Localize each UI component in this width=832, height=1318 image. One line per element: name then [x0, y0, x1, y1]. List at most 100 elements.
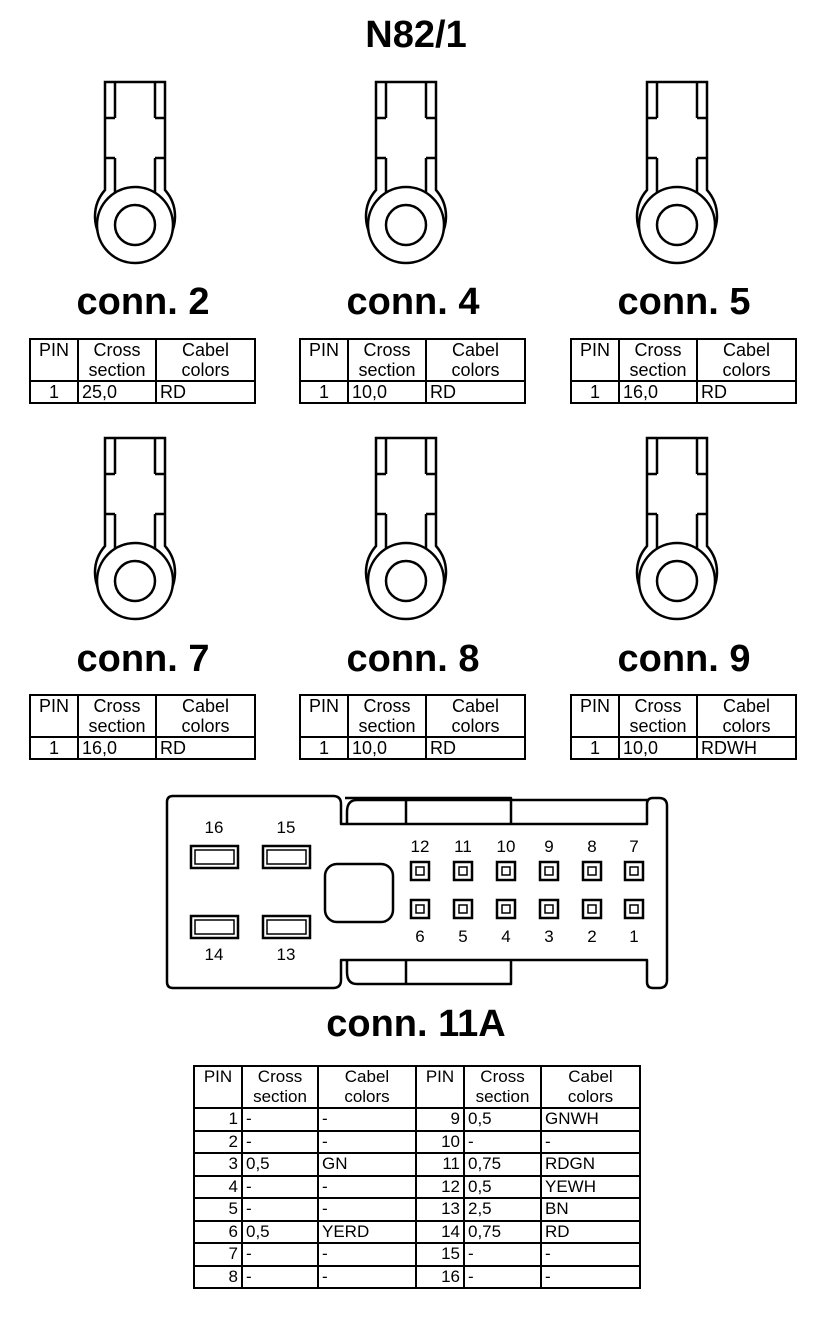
- cross-cell: -: [241, 1197, 319, 1222]
- pin-number-2: 2: [587, 927, 596, 946]
- color-cell: -: [317, 1107, 417, 1132]
- pin-cell: 1: [299, 736, 349, 760]
- pin-number-11: 11: [454, 837, 472, 856]
- color-cell: -: [317, 1242, 417, 1267]
- pin-cell: 3: [193, 1152, 243, 1177]
- table-row: 1 10,0 RDWH: [570, 736, 797, 760]
- pin-cell: 14: [415, 1219, 465, 1244]
- header-pin: PIN: [29, 694, 79, 738]
- color-cell: -: [317, 1174, 417, 1199]
- plug-face-conn-11a: 16 15 14 13 12 11 10 9 8 7 6 5 4 3 2 1: [165, 794, 669, 990]
- pin-number-16: 16: [205, 818, 224, 837]
- pin-number-4: 4: [501, 927, 510, 946]
- pin-cell: 9: [415, 1107, 465, 1132]
- table-row: 1 16,0 RD: [570, 380, 797, 404]
- color-cell: RD: [425, 380, 526, 404]
- pin-cell: 1: [29, 736, 79, 760]
- pin-3: [538, 898, 560, 920]
- cross-cell: 16,0: [77, 736, 157, 760]
- ring-terminal-conn-9: [635, 436, 719, 621]
- header-pin: PIN: [193, 1065, 243, 1109]
- header-pin: PIN: [299, 338, 349, 382]
- pin-1: [623, 898, 645, 920]
- color-cell: -: [317, 1264, 417, 1289]
- pin-number-15: 15: [277, 818, 296, 837]
- color-cell: RDWH: [696, 736, 797, 760]
- cross-cell: -: [241, 1129, 319, 1154]
- pin-number-14: 14: [205, 945, 224, 964]
- pin-number-13: 13: [277, 945, 296, 964]
- conn-8-label: conn. 8: [346, 638, 480, 680]
- pin-6: [409, 898, 431, 920]
- pin-cell: 7: [193, 1242, 243, 1267]
- pin-cell: 12: [415, 1174, 465, 1199]
- header-pin: PIN: [570, 338, 620, 382]
- pin-cell: 2: [193, 1129, 243, 1154]
- cross-cell: -: [241, 1174, 319, 1199]
- color-cell: GNWH: [540, 1107, 641, 1132]
- pin-7: [623, 860, 645, 882]
- table-row: 1 10,0 RD: [299, 380, 526, 404]
- pin-number-9: 9: [544, 837, 553, 856]
- pin-8: [581, 860, 603, 882]
- pin-9: [538, 860, 560, 882]
- cross-cell: 0,5: [463, 1107, 542, 1132]
- color-cell: RD: [155, 736, 256, 760]
- ring-terminal-conn-7: [93, 436, 177, 621]
- color-cell: -: [540, 1129, 641, 1154]
- pin-5: [452, 898, 474, 920]
- color-cell: -: [317, 1197, 417, 1222]
- cross-cell: -: [241, 1264, 319, 1289]
- pin-cell: 1: [570, 380, 620, 404]
- header-pin: PIN: [415, 1065, 465, 1109]
- pin-number-12: 12: [411, 837, 430, 856]
- color-cell: -: [540, 1242, 641, 1267]
- cross-cell: -: [241, 1107, 319, 1132]
- pin-13: [261, 914, 312, 940]
- pin-number-5: 5: [458, 927, 467, 946]
- table-row: 2--10--: [193, 1129, 641, 1154]
- table-row: 7--15--: [193, 1242, 641, 1267]
- pin-12: [409, 860, 431, 882]
- cross-cell: 0,5: [463, 1174, 542, 1199]
- color-cell: RDGN: [540, 1152, 641, 1177]
- pin-11: [452, 860, 474, 882]
- pin-cell: 15: [415, 1242, 465, 1267]
- pin-15: [261, 844, 312, 870]
- ring-terminal-conn-5: [635, 80, 719, 265]
- pin-number-6: 6: [415, 927, 424, 946]
- pin-cell: 1: [299, 380, 349, 404]
- diagram-title: N82/1: [365, 14, 467, 56]
- cross-cell: 10,0: [347, 736, 427, 760]
- header-pin: PIN: [299, 694, 349, 738]
- pin-cell: 1: [29, 380, 79, 404]
- color-cell: -: [540, 1264, 641, 1289]
- cross-cell: 0,5: [241, 1219, 319, 1244]
- color-cell: RD: [696, 380, 797, 404]
- ring-terminal-conn-8: [364, 436, 448, 621]
- color-cell: YERD: [317, 1219, 417, 1244]
- conn-5-label: conn. 5: [617, 281, 751, 323]
- pin-2: [581, 898, 603, 920]
- pin-cell: 16: [415, 1264, 465, 1289]
- table-row: 8--16--: [193, 1264, 641, 1289]
- color-cell: BN: [540, 1197, 641, 1222]
- cross-cell: 2,5: [463, 1197, 542, 1222]
